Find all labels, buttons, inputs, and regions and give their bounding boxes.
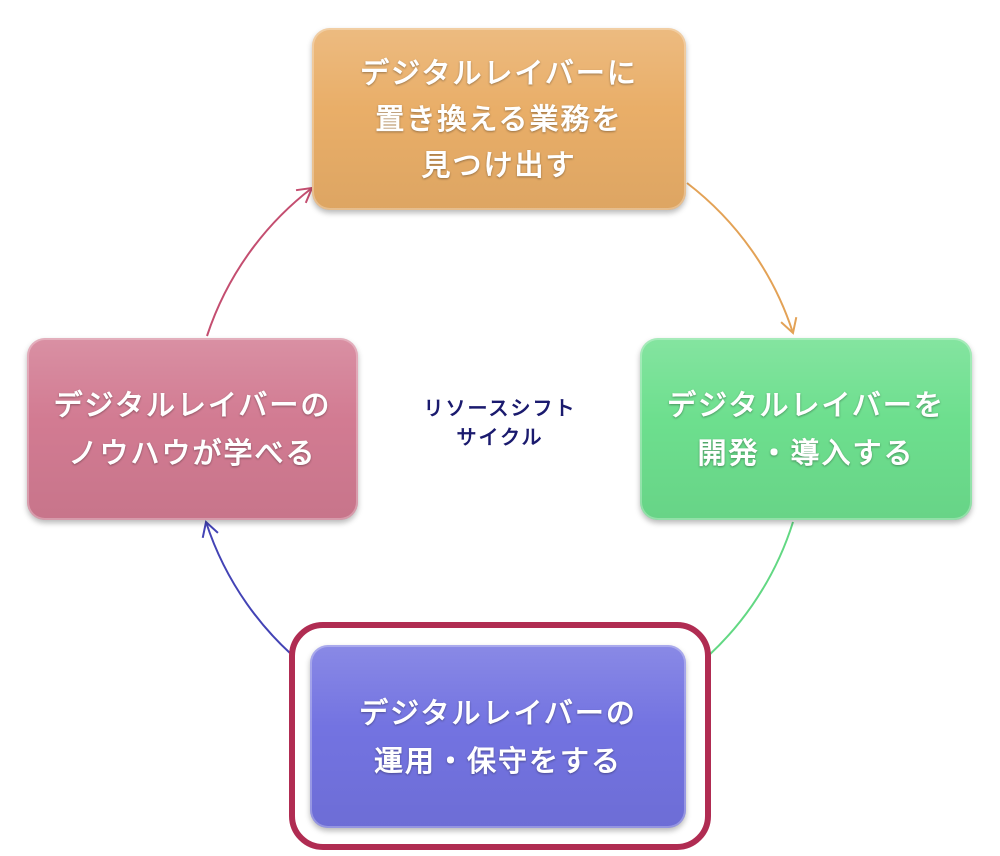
step-text-line: 開発・導入する [697, 436, 915, 470]
arrow-top-to-right [686, 182, 798, 335]
center-label-line: サイクル [456, 425, 544, 449]
cycle-center-label: リソースシフト サイクル [380, 394, 620, 452]
step-text-line: デジタルレイバーを [667, 388, 945, 422]
step-text-line: デジタルレイバーの [359, 695, 637, 730]
step-box-develop-deploy: デジタルレイバーを 開発・導入する [640, 338, 972, 520]
step-text-line: デジタルレイバーの [53, 388, 332, 422]
step-box-find-tasks: デジタルレイバーに 置き換える業務を 見つけ出す [312, 28, 686, 210]
step-text-line: 見つけ出す [421, 148, 577, 182]
step-text-line: ノウハウが学べる [68, 436, 317, 470]
center-label-line: リソースシフト [423, 396, 577, 420]
step-box-operate-maintain: デジタルレイバーの 運用・保守をする [310, 645, 686, 828]
arrow-left-to-top [206, 186, 314, 337]
step-text-line: 運用・保守をする [373, 743, 622, 778]
step-text-line: 置き換える業務を [375, 102, 623, 136]
step-box-learn-knowhow: デジタルレイバーの ノウハウが学べる [27, 338, 358, 520]
step-text-line: デジタルレイバーに [360, 56, 638, 90]
